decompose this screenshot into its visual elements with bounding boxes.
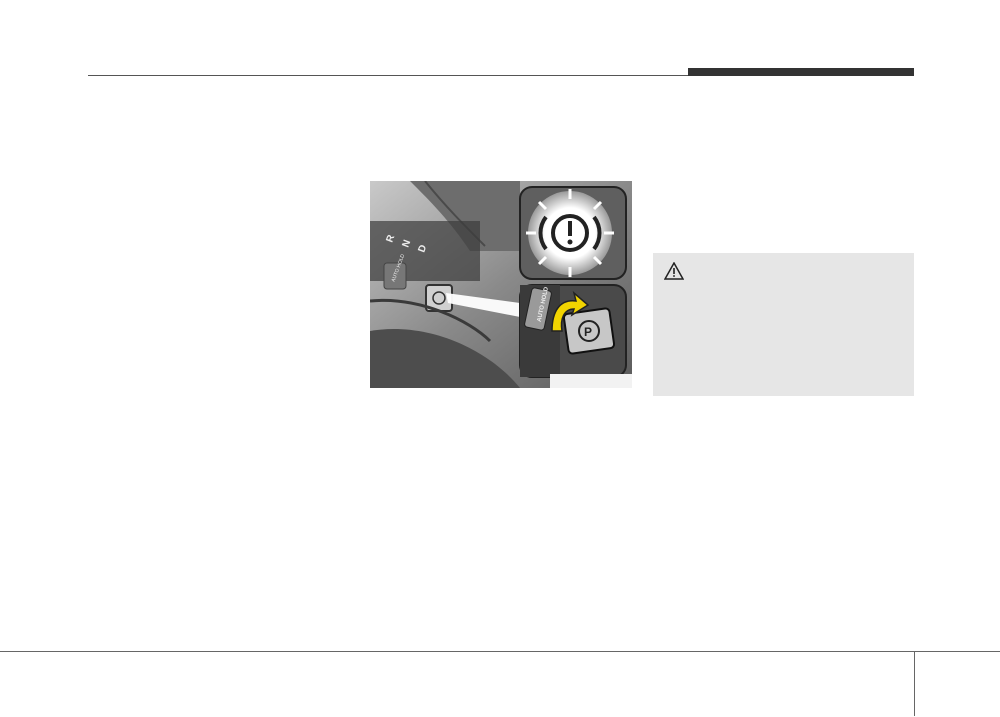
park-symbol: P [584, 325, 592, 339]
gear-label-r: R [384, 233, 397, 244]
parking-brake-illustration: R N D AUTO HOLD [370, 181, 632, 388]
caution-box [653, 253, 914, 396]
brake-warning-icon [538, 214, 602, 252]
inset-epb-switch [562, 307, 616, 355]
gear-label-d: D [416, 243, 429, 254]
header-rule [88, 75, 688, 76]
pull-arrow-icon [551, 290, 590, 332]
gear-label-n: N [400, 238, 413, 249]
footer-rule [0, 651, 1000, 652]
shift-boot [410, 181, 520, 251]
callout-pointer [446, 293, 520, 317]
footer-divider [914, 652, 915, 716]
warning-triangle-icon [664, 262, 684, 280]
header-tab [688, 68, 914, 76]
